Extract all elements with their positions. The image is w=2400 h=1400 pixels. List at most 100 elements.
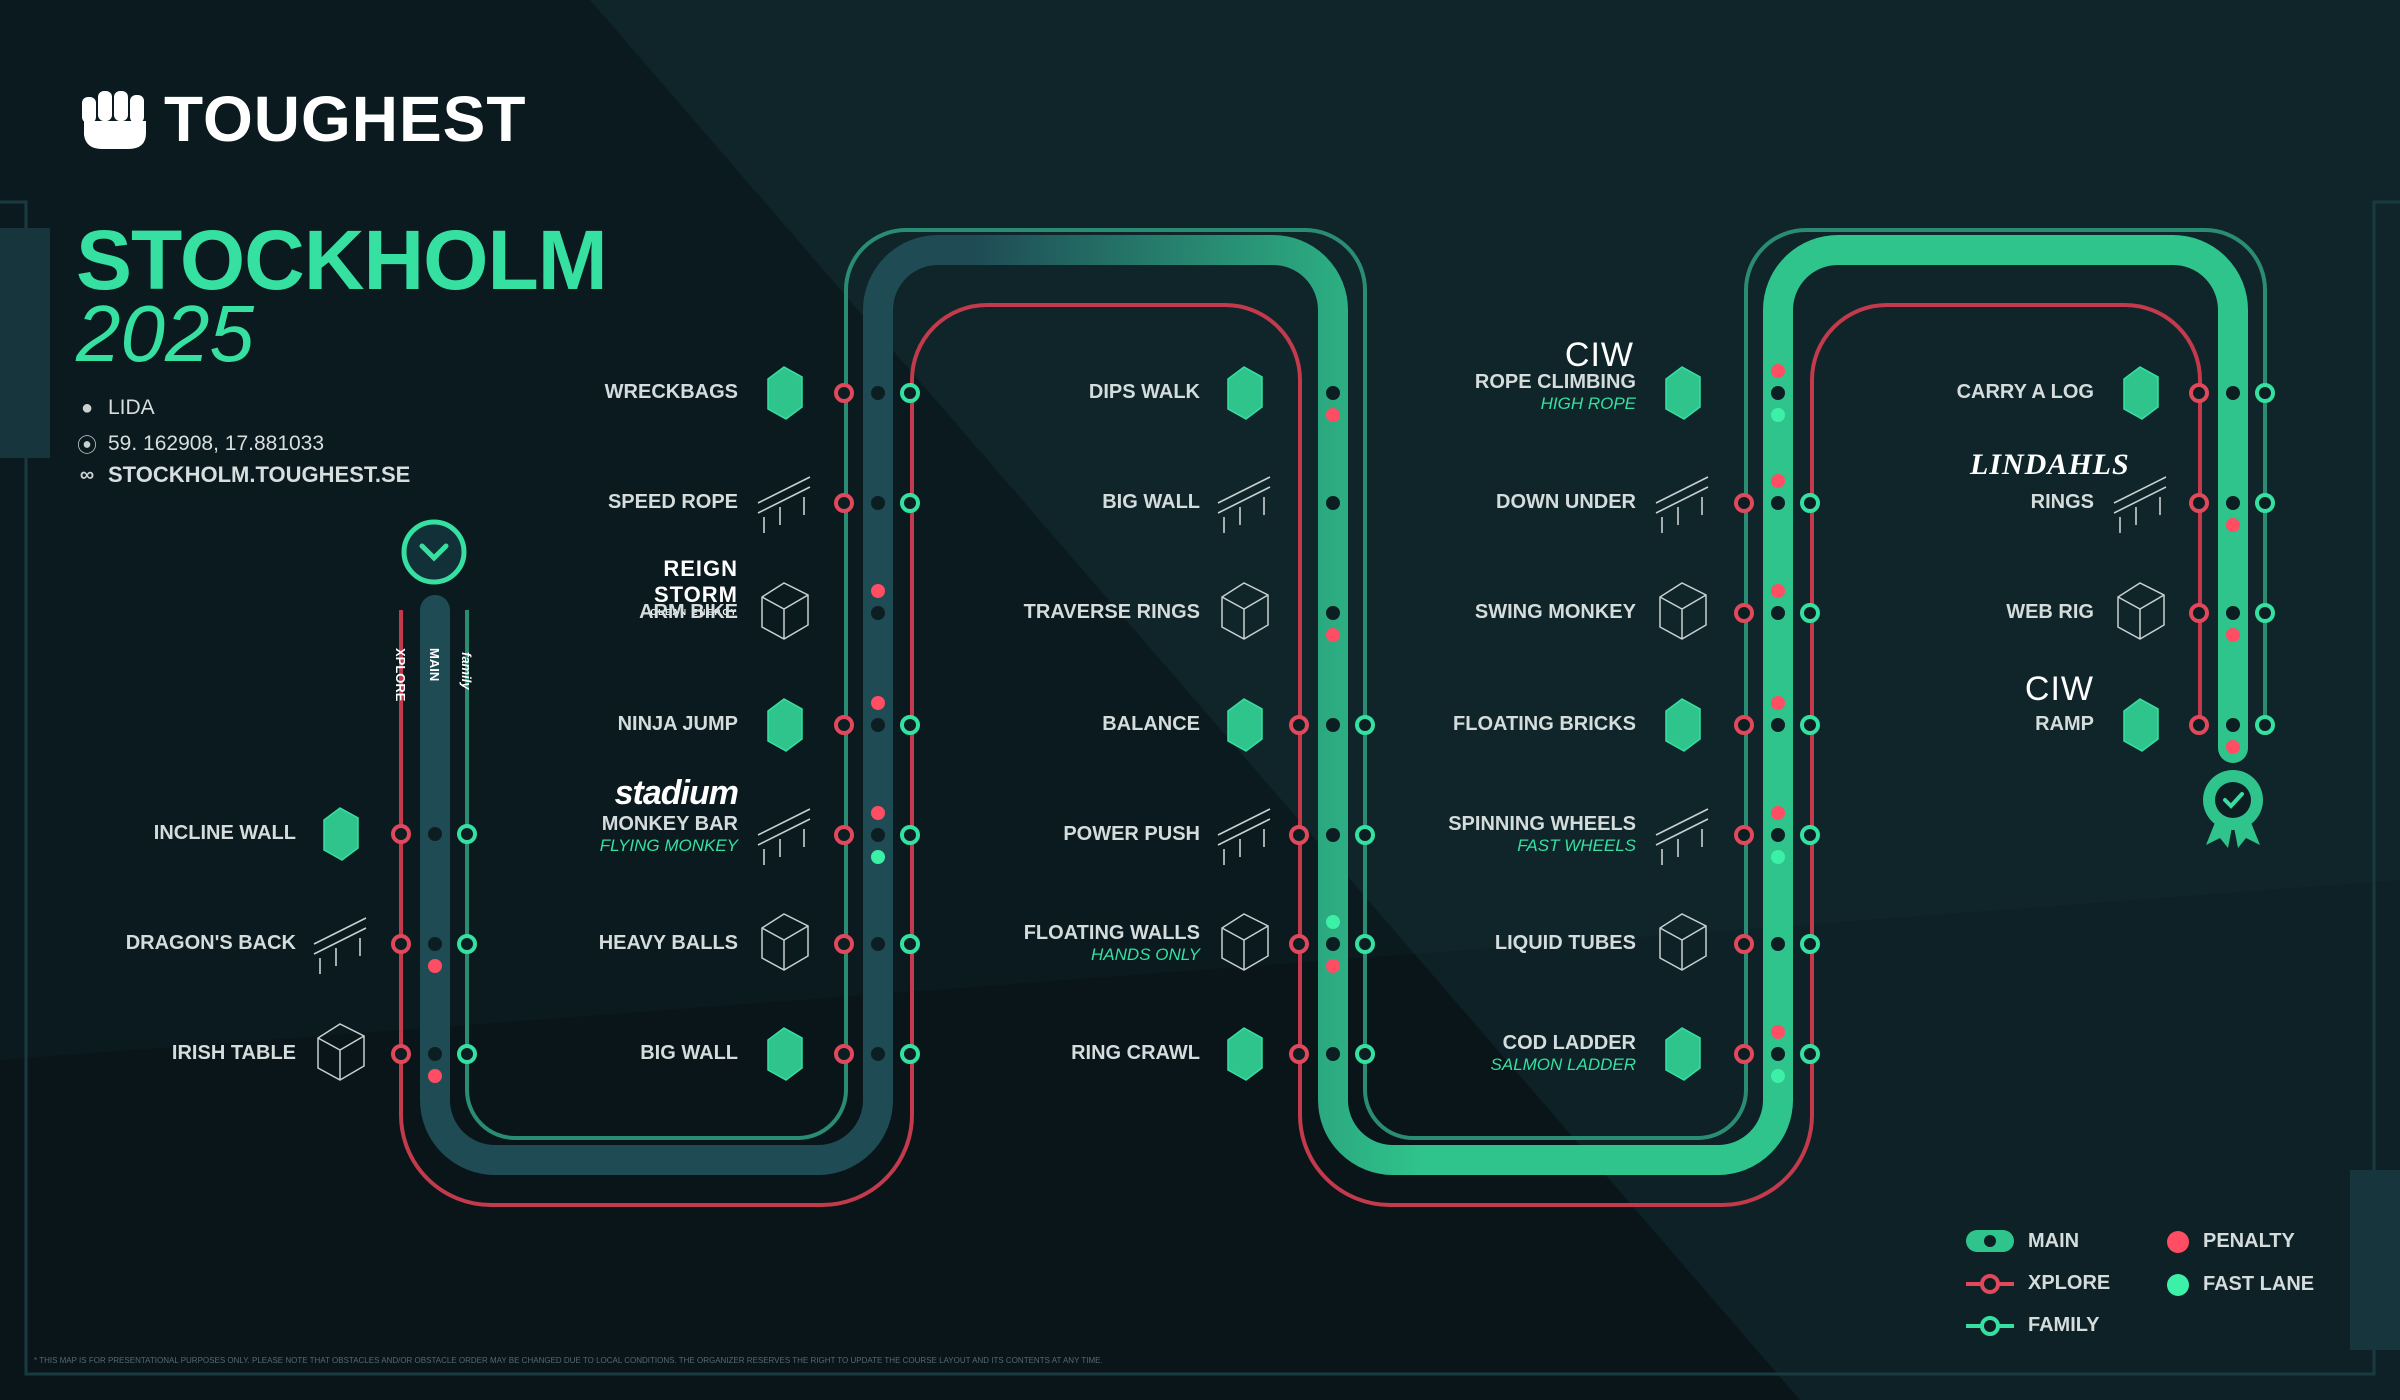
lane-label-main: MAIN — [427, 648, 442, 682]
obstacle-glyph — [1227, 1027, 1263, 1081]
station-xplore-col4-2 — [2189, 603, 2209, 623]
station-family-col2-6 — [1355, 1044, 1375, 1064]
start-marker — [401, 519, 467, 585]
sponsor-ciw-1: CIW — [1564, 336, 1634, 374]
penalty-marker — [428, 1069, 442, 1083]
event-year: 2025 — [76, 289, 254, 378]
penalty-marker — [1771, 696, 1785, 710]
penalty-marker — [2226, 628, 2240, 642]
obstacle-label: SWING MONKEY — [1336, 601, 1636, 624]
disclaimer: * THIS MAP IS FOR PRESENTATIONAL PURPOSE… — [34, 1356, 1103, 1365]
fast-lane-marker — [1771, 850, 1785, 864]
obstacle-name: WRECKBAGS — [604, 381, 738, 403]
penalty-marker — [1326, 959, 1340, 973]
station-main-col0-0 — [428, 827, 442, 841]
obstacle-icon-col3-4 — [1655, 808, 1709, 865]
main-track — [420, 235, 2248, 1175]
station-xplore-col0-0 — [391, 824, 411, 844]
obstacle-name: NINJA JUMP — [617, 713, 738, 735]
venue-row: ● LIDA — [76, 396, 155, 420]
obstacle-glyph — [761, 582, 809, 640]
station-family-col3-2 — [1800, 603, 1820, 623]
obstacle-label: TRAVERSE RINGS — [900, 601, 1200, 624]
obstacle-label: POWER PUSH — [900, 823, 1200, 846]
obstacle-icon-col1-1 — [757, 476, 811, 533]
obstacle-glyph — [757, 476, 811, 533]
obstacle-name: WEB RIG — [2006, 601, 2094, 623]
map-pin-icon: ● — [80, 396, 94, 419]
sponsor-reign-text: REIGN STORM — [653, 556, 738, 607]
obstacle-name: SPINNING WHEELS — [1448, 813, 1636, 835]
obstacle-label: BIG WALL — [900, 491, 1200, 514]
penalty-marker — [871, 696, 885, 710]
obstacle-label: HEAVY BALLS — [438, 932, 738, 955]
obstacle-icon-col3-0 — [1665, 366, 1701, 420]
station-main-col1-0 — [871, 386, 885, 400]
station-main-col4-3 — [2226, 718, 2240, 732]
obstacle-icon-col2-3 — [1227, 698, 1263, 752]
obstacle-glyph — [317, 1023, 365, 1081]
lane-label-family: family — [459, 652, 474, 690]
obstacle-name: RINGS — [2030, 491, 2094, 513]
station-xplore-col3-4 — [1734, 825, 1754, 845]
obstacle-glyph — [1659, 913, 1707, 971]
obstacle-label: LIQUID TUBES — [1336, 932, 1636, 955]
obstacle-variant: FLYING MONKEY — [599, 836, 738, 855]
xplore-track — [399, 303, 2202, 1207]
station-xplore-col2-5 — [1289, 934, 1309, 954]
website-row[interactable]: ∞ STOCKHOLM.TOUGHEST.SE — [76, 462, 410, 488]
legend-glyphs — [1966, 1230, 2189, 1336]
obstacle-glyph — [1665, 698, 1701, 752]
station-main-col3-3 — [1771, 718, 1785, 732]
station-family-col1-4 — [900, 825, 920, 845]
obstacle-icon-col1-5 — [761, 913, 809, 971]
obstacle-name: POWER PUSH — [1063, 823, 1200, 845]
finish-marker — [2203, 770, 2263, 848]
toughest-logo[interactable]: TOUGHEST — [80, 82, 526, 156]
obstacle-icon-col3-6 — [1665, 1027, 1701, 1081]
penalty-marker — [1771, 364, 1785, 378]
website-link[interactable]: STOCKHOLM.TOUGHEST.SE — [108, 462, 411, 487]
obstacle-glyph — [1217, 808, 1271, 865]
obstacle-name: ARM BIKE — [639, 601, 738, 623]
station-family-col2-4 — [1355, 825, 1375, 845]
obstacle-icon-col1-3 — [767, 698, 803, 752]
obstacle-label: BIG WALL — [438, 1042, 738, 1065]
obstacle-name: LIQUID TUBES — [1494, 932, 1636, 954]
station-xplore-col1-6 — [834, 1044, 854, 1064]
coordinates: 59. 162908, 17.881033 — [108, 431, 325, 455]
penalty-marker — [2226, 518, 2240, 532]
obstacle-icon-col1-2 — [761, 582, 809, 640]
obstacle-label: WRECKBAGS — [438, 381, 738, 404]
station-main-col2-4 — [1326, 828, 1340, 842]
obstacle-label: DOWN UNDER — [1336, 491, 1636, 514]
penalty-marker — [1771, 584, 1785, 598]
obstacle-icon-col0-2 — [317, 1023, 365, 1081]
obstacle-name: INCLINE WALL — [153, 822, 296, 844]
obstacle-name: SPEED ROPE — [607, 491, 738, 513]
obstacle-glyph — [1227, 366, 1263, 420]
station-main-col3-5 — [1771, 937, 1785, 951]
station-xplore-col3-2 — [1734, 603, 1754, 623]
station-xplore-col4-3 — [2189, 715, 2209, 735]
station-main-col4-0 — [2226, 386, 2240, 400]
station-xplore-col4-1 — [2189, 493, 2209, 513]
obstacle-label: IRISH TABLE — [0, 1042, 296, 1065]
station-main-col2-5 — [1326, 937, 1340, 951]
obstacle-name: FLOATING BRICKS — [1453, 713, 1636, 735]
fast-lane-marker — [871, 850, 885, 864]
obstacle-label: RING CRAWL — [900, 1042, 1200, 1065]
obstacle-name: SWING MONKEY — [1474, 601, 1636, 623]
station-xplore-col1-4 — [834, 825, 854, 845]
station-xplore-col1-5 — [834, 934, 854, 954]
obstacle-name: CARRY A LOG — [1956, 381, 2094, 403]
station-family-col3-3 — [1800, 715, 1820, 735]
penalty-marker — [1771, 806, 1785, 820]
obstacle-icon-col4-0 — [2123, 366, 2159, 420]
station-xplore-col2-4 — [1289, 825, 1309, 845]
